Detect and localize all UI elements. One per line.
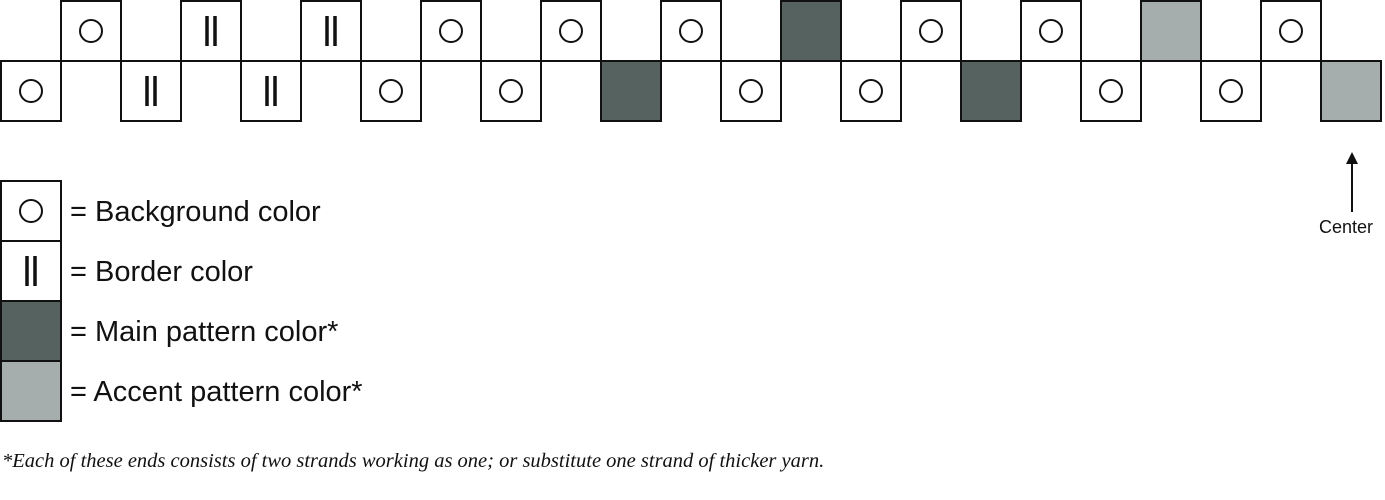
double-bar-icon [265, 76, 277, 106]
circle-icon [1099, 79, 1123, 103]
center-label: Center [1319, 217, 1374, 237]
threading-diagram [0, 0, 1382, 422]
bottom-row-cell-background [480, 60, 542, 122]
top-row-cell-main [780, 0, 842, 62]
top-row-cell-background [1260, 0, 1322, 62]
top-row-cell-accent [1140, 0, 1202, 62]
legend-swatch-border [0, 240, 62, 302]
bottom-row-cell-main [600, 60, 662, 122]
bottom-row-cell-background [720, 60, 782, 122]
bottom-row-cell-main [960, 60, 1022, 122]
top-row-cell-background [540, 0, 602, 62]
bottom-row-cell-background [1080, 60, 1142, 122]
legend-label-background: = Background color [70, 196, 321, 228]
double-bar-icon [325, 16, 337, 46]
bottom-row-cell-accent [1320, 60, 1382, 122]
double-bar-icon [145, 76, 157, 106]
circle-icon [1219, 79, 1243, 103]
circle-icon [79, 19, 103, 43]
circle-icon [1279, 19, 1303, 43]
legend-swatch-accent [0, 360, 62, 422]
circle-icon [379, 79, 403, 103]
bottom-row-cell-border [120, 60, 182, 122]
circle-icon [19, 79, 43, 103]
top-row-cell-border [300, 0, 362, 62]
legend-swatch-main [0, 300, 62, 362]
circle-icon [19, 199, 43, 223]
bottom-row-cell-background [360, 60, 422, 122]
circle-icon [439, 19, 463, 43]
top-row-cell-background [60, 0, 122, 62]
bottom-row-cell-background [1200, 60, 1262, 122]
double-bar-icon [25, 256, 37, 286]
circle-icon [919, 19, 943, 43]
bottom-row-cell-border [240, 60, 302, 122]
circle-icon [499, 79, 523, 103]
circle-icon [559, 19, 583, 43]
bottom-row-cell-background [0, 60, 62, 122]
top-row-cell-border [180, 0, 242, 62]
footnote: *Each of these ends consists of two stra… [2, 450, 825, 472]
legend-label-main: = Main pattern color* [70, 316, 339, 348]
center-arrow-icon [1346, 152, 1358, 212]
legend-label-border: = Border color [70, 256, 253, 288]
legend-label-accent: = Accent pattern color* [70, 376, 363, 408]
top-row-cell-background [1020, 0, 1082, 62]
double-bar-icon [205, 16, 217, 46]
circle-icon [859, 79, 883, 103]
top-row-cell-background [660, 0, 722, 62]
bottom-row-cell-background [840, 60, 902, 122]
top-row-cell-background [900, 0, 962, 62]
circle-icon [679, 19, 703, 43]
circle-icon [1039, 19, 1063, 43]
legend-swatch-background [0, 180, 62, 242]
top-row-cell-background [420, 0, 482, 62]
circle-icon [739, 79, 763, 103]
